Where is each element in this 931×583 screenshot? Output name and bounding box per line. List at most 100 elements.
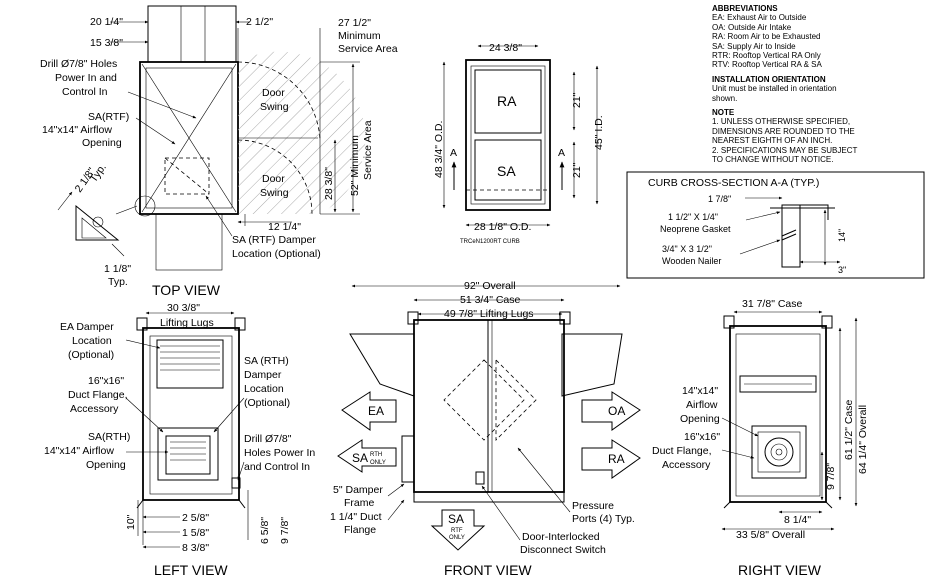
right-unit-outline [729, 325, 827, 503]
curb-sa-label: SA [497, 163, 516, 179]
abbreviation-item: RTV: Rooftop Vertical RA & SA [712, 60, 822, 70]
left-dim-2-5-8: 2 5/8" [182, 512, 209, 524]
sa-rth-damper-label-3: Location [244, 383, 284, 395]
front-view: 92" Overall 51 3/4" Case 49 7/8" Lifting… [330, 280, 641, 578]
curb-outer [465, 59, 551, 211]
dim-1-1-8: 1 1/8" [104, 263, 131, 275]
sa-down-sub-1: RTF [451, 528, 463, 534]
right-dim-8-1-4: 8 1/4" [784, 514, 811, 526]
ea-damper-louvers [160, 345, 220, 371]
abbreviation-item: RTR: Rooftop Vertical RA Only [712, 51, 821, 61]
curb-section-dim-3: 3" [838, 265, 846, 275]
right-flange-label-2: Duct Flange, [652, 445, 712, 457]
curb-model: TRCeN1200RT CURB [460, 239, 520, 245]
duct-flange-label-2: Flange [344, 524, 376, 536]
right-dim-9-7-8: 9 7/8" [825, 463, 837, 490]
curb-ra-label: RA [497, 93, 517, 109]
curb-section-dim-1-7-8: 1 7/8" [708, 194, 731, 204]
sa-arrow-label: SA [352, 451, 368, 465]
left-dim-1-5-8: 1 5/8" [182, 527, 209, 539]
orientation-line: shown. [712, 93, 738, 103]
door-swing-1a: Door [262, 87, 285, 99]
abbreviation-item: OA: Outside Air Intake [712, 22, 792, 32]
door-swing-2a: Door [262, 173, 285, 185]
left-drill-label-3: and Control In [244, 461, 310, 473]
door-swing-1b: Swing [260, 101, 289, 113]
dim-15-3-8: 15 3/8" [90, 37, 123, 49]
abbreviation-item: EA: Exhaust Air to Outside [712, 13, 807, 23]
left-dim-lugs-1: 30 3/8" [167, 302, 200, 314]
note-line: NEAREST EIGHTH OF AN INCH. [712, 136, 833, 146]
front-dim-lugs: 49 7/8" Lifting Lugs [444, 308, 534, 320]
curb-dim-21-top: 21" [571, 92, 583, 108]
duct-label-2: Duct Flange, [68, 389, 128, 401]
note-line: DIMENSIONS ARE ROUNDED TO THE [712, 126, 855, 136]
sa-rth-flange [157, 427, 219, 481]
right-view: 31 7/8" Case 61 1/2" Case 64 1/4" Overal… [652, 298, 869, 578]
abbreviation-item: SA: Supply Air to Inside [712, 41, 796, 51]
sa-arrow-sub-2: ONLY [370, 460, 386, 466]
front-dim-overall: 92" Overall [464, 280, 516, 292]
sa-rth-louvers [170, 441, 206, 461]
curb-dim-od: 48 3/4" O.D. [433, 121, 445, 178]
left-dim-8-3-8: 8 3/8" [182, 542, 209, 554]
dim-12-1-4: 12 1/4" [268, 221, 301, 233]
drill-label-2: Power In and [55, 72, 117, 84]
oa-hood [561, 333, 623, 397]
front-diamond-right [495, 359, 537, 441]
ea-damper-label-2: Location [72, 335, 112, 347]
curb-sa-opening [474, 139, 542, 201]
gasket-label-1: 1 1/2" X 1/4" [668, 212, 718, 222]
duct-label-1: 16"x16" [88, 375, 124, 387]
dim-2-1-2: 2 1/2" [246, 16, 273, 28]
note-line: 1. UNLESS OTHERWISE SPECIFIED, [712, 117, 851, 127]
sa-rth-damper-label-4: (Optional) [244, 397, 290, 409]
note-line: 2. SPECIFICATIONS MAY BE SUBJECT [712, 145, 858, 155]
curb-ra-opening [474, 69, 542, 134]
curb-section-dim-14: 14" [837, 229, 847, 242]
ea-arrow [341, 391, 397, 431]
abbreviation-item: RA: Room Air to be Exhausted [712, 32, 821, 42]
front-duct-flange [401, 435, 415, 483]
right-view-title: RIGHT VIEW [738, 562, 822, 578]
left-view-title: LEFT VIEW [154, 562, 228, 578]
abbreviations-title: ABBREVIATIONS [712, 4, 778, 13]
curb-plan: RA SA A A 24 3/8" 48 3/4" O.D. 45" I.D. … [433, 42, 605, 245]
dim-20-1-4: 20 1/4" [90, 16, 123, 28]
curb-section-title: CURB CROSS-SECTION A-A (TYP.) [648, 177, 819, 189]
curb-dim-21-bot: 21" [571, 162, 583, 178]
curb-dim-bottom: 28 1/8" O.D. [474, 221, 531, 233]
gasket-label-2: Neoprene Gasket [660, 224, 731, 234]
left-drill-label-1: Drill Ø7/8" [244, 433, 292, 445]
ra-arrow-label: RA [608, 452, 625, 466]
duct-label-3: Accessory [70, 403, 119, 415]
notes-panel: ABBREVIATIONS EA: Exhaust Air to Outside… [712, 4, 927, 165]
right-dim-64: 64 1/4" Overall [857, 405, 869, 474]
ra-arrow [581, 439, 641, 479]
nailer-label-1: 3/4" X 3 1/2" [662, 244, 712, 254]
curb-section: CURB CROSS-SECTION A-A (TYP.) 1 7/8" 1 1… [626, 171, 925, 279]
dim-52-min: 52" Minimum [349, 135, 361, 196]
sa-rth-label-1: SA(RTH) [88, 431, 130, 443]
damper-label-1: SA (RTF) Damper [232, 234, 316, 246]
left-dim-lugs-2: Lifting Lugs [160, 317, 214, 329]
top-view-title: TOP VIEW [152, 282, 221, 298]
damper-frame-label-2: Frame [344, 497, 374, 509]
right-louver-top [739, 375, 817, 393]
dim-28-3-8: 28 3/8" [323, 167, 335, 200]
sa-down-arrow [430, 509, 486, 551]
top-duct-upper [147, 5, 237, 63]
curb-dim-id: 45" I.D. [593, 115, 605, 150]
right-dim-case: 31 7/8" Case [742, 298, 803, 310]
section-mark-right: A [558, 147, 565, 159]
top-damper-box [164, 157, 210, 195]
sa-rtf-label-2: 14"x14" Airflow [42, 124, 112, 136]
right-dim-61: 61 1/2" Case [843, 399, 855, 460]
corner-detail-circle [134, 195, 156, 217]
pressure-label-1: Pressure [572, 500, 614, 512]
front-case [413, 319, 565, 493]
dim-52-service: Service Area [362, 120, 374, 180]
sa-arrow [337, 439, 397, 473]
door-swing-2b: Swing [260, 187, 289, 199]
